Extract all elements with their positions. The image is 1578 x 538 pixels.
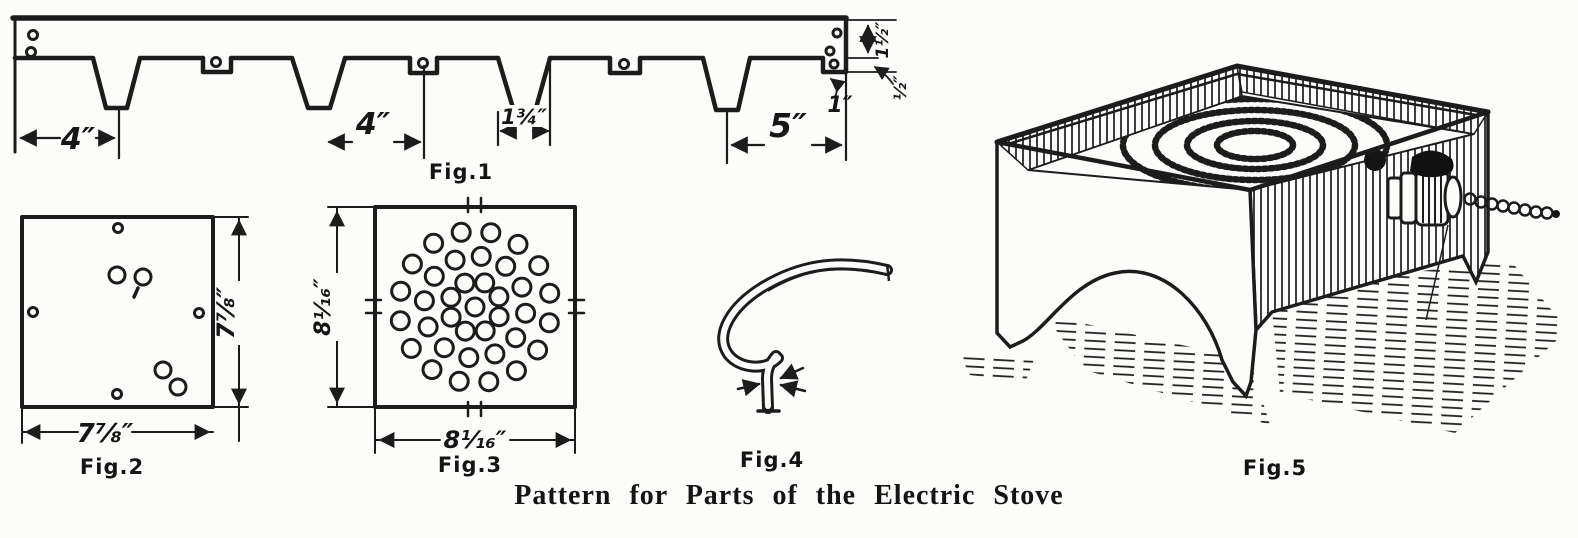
fig3-width-dim: 8¹⁄₁₆″ — [444, 426, 507, 454]
fig1-dim-5: 5″ — [769, 106, 807, 145]
fig3-centerline-ticks — [364, 196, 586, 418]
fig3-hole-pattern — [389, 221, 561, 393]
fig2-outline — [20, 215, 215, 409]
fig2-holes — [27, 222, 205, 400]
fig5-plug-and-cord — [1386, 150, 1560, 321]
fig1-dim-134: 1¾″ — [501, 105, 547, 129]
fig5-stove-perspective-drawing — [960, 63, 1568, 433]
fig4-bent-rod-drawing — [717, 258, 893, 414]
fig1-dimension-lines — [19, 19, 897, 165]
fig2-label: Fig.2 — [79, 455, 145, 479]
fig3-dimension-labels: 8¹⁄₁₆″ 8¹⁄₁₆″ — [311, 273, 507, 454]
fig2-width-dim: 7⅞″ — [77, 419, 134, 449]
fig1-dim-4b: 4″ — [355, 107, 391, 142]
fig1-outline — [10, 15, 849, 162]
fig1-dim-1: 1″ — [827, 93, 852, 118]
fig4-clamp-arrows — [736, 363, 807, 398]
fig1-dimension-labels: 4″ 4″ 1¾″ 5″ 1″ 1½″ ½″ — [60, 21, 911, 157]
fig1-strip-drawing: 4″ 4″ 1¾″ 5″ 1″ 1½″ ½″ — [10, 15, 911, 165]
fig1-dim-12: ½″ — [891, 75, 911, 101]
page-caption: Pattern for Parts of the Electric Stove — [514, 480, 1064, 511]
fig1-rivet-holes — [25, 27, 843, 70]
fig3-label: Fig.3 — [437, 453, 503, 477]
fig1-dim-4a: 4″ — [60, 122, 96, 157]
fig5-ground-shadow — [960, 260, 1568, 433]
fig5-label: Fig.5 — [1242, 456, 1308, 480]
fig3-height-dim: 8¹⁄₁₆″ — [311, 278, 336, 336]
fig1-dim-112: 1½″ — [873, 21, 893, 58]
fig3-perforated-plate-drawing: 8¹⁄₁₆″ 8¹⁄₁₆″ — [311, 196, 586, 454]
fig4-label: Fig.4 — [739, 448, 805, 472]
fig2-height-dim: 7⅞″ — [212, 287, 240, 340]
fig4-rod — [717, 258, 893, 414]
fig5-body — [994, 63, 1491, 400]
fig5-plug-knob — [1410, 150, 1454, 178]
fig2-plate-drawing: 7⅞″ 7⅞″ — [20, 215, 249, 449]
fig3-outline — [364, 196, 586, 418]
fig1-label: Fig.1 — [428, 160, 494, 184]
fig5-coil-terminal — [1364, 149, 1386, 171]
fig2-dimension-labels: 7⅞″ 7⅞″ — [77, 281, 240, 449]
fig3-dimension-lines — [327, 206, 576, 454]
